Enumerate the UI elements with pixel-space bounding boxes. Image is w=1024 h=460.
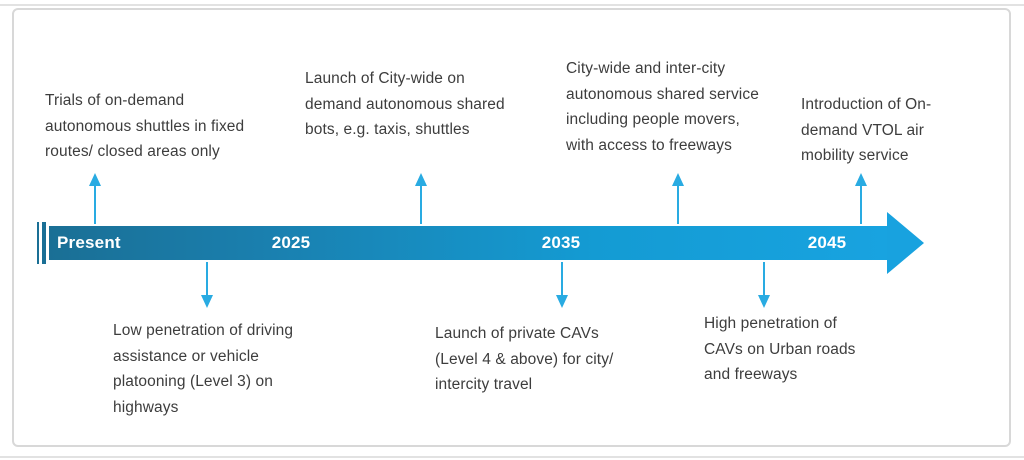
timeline-start-mark-2 — [42, 222, 46, 264]
up-arrow-icon — [672, 173, 684, 224]
event-note-low-penetration: Low penetration of driving assistance or… — [113, 322, 294, 416]
timeline-bar — [49, 226, 887, 260]
down-arrow-icon — [758, 262, 770, 308]
timeline-label-2045: 2045 — [807, 233, 847, 252]
timeline-label-2025: 2025 — [271, 233, 311, 252]
up-arrow-icon — [89, 173, 101, 224]
event-note-vtol-mobility: Introduction of On- demand VTOL air mobi… — [801, 96, 932, 164]
event-note-intercity-service: City-wide and inter-city autonomous shar… — [566, 60, 759, 154]
down-arrow-icon — [556, 262, 568, 308]
down-arrow-icon — [201, 262, 213, 308]
timeline-label-2035: 2035 — [541, 233, 581, 252]
top-edge-line — [0, 4, 1024, 6]
timeline-arrowhead-icon — [887, 212, 924, 274]
up-arrow-icon — [415, 173, 427, 224]
bottom-edge-line — [0, 456, 1024, 458]
event-note-citywide-bots: Launch of City-wide on demand autonomous… — [305, 70, 505, 138]
event-note-high-penetration: High penetration of CAVs on Urban roads … — [704, 315, 856, 383]
timeline-start-mark-1 — [37, 222, 39, 264]
timeline-label-present: Present — [57, 233, 121, 252]
event-note-trials-shuttles: Trials of on-demand autonomous shuttles … — [45, 92, 245, 160]
event-note-private-cavs: Launch of private CAVs (Level 4 & above)… — [435, 325, 614, 393]
up-arrow-icon — [855, 173, 867, 224]
